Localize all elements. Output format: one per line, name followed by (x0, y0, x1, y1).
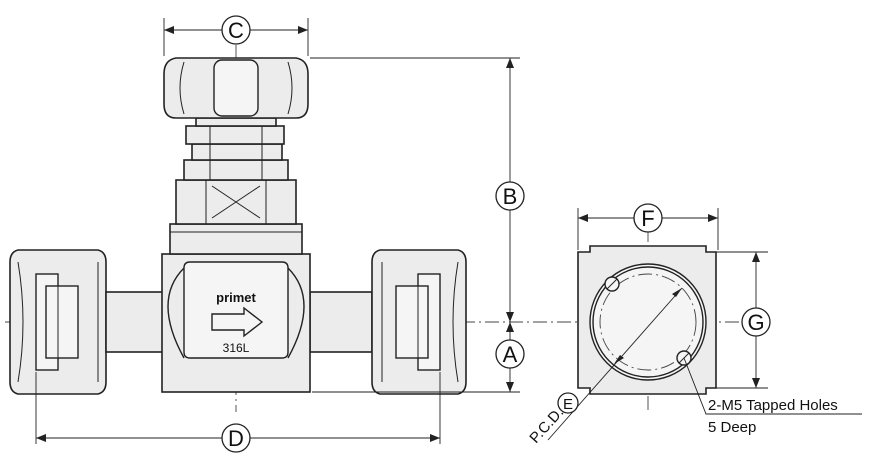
brand-logo: primet (216, 290, 256, 305)
dimension-e-label: E (563, 396, 573, 413)
svg-text:B: B (503, 184, 518, 209)
dimension-a: A (312, 322, 525, 393)
dimension-d: D (35, 372, 441, 453)
flow-direction-arrow (211, 306, 264, 338)
dimension-f: F (577, 203, 719, 250)
svg-text:C: C (228, 18, 244, 43)
right-compression-fitting (309, 249, 467, 395)
svg-text:D: D (228, 426, 244, 451)
tapped-holes-note: 2-M5 Tapped Holes 5 Deep (683, 357, 862, 436)
svg-text:G: G (747, 310, 764, 335)
dimension-c: C (163, 15, 309, 56)
valve-body (161, 223, 311, 393)
handle-knob (163, 57, 309, 119)
left-compression-fitting (9, 249, 165, 395)
stem-lock-nuts (183, 117, 289, 181)
port-view (577, 245, 717, 395)
depth-label: 5 Deep (708, 419, 756, 436)
bonnet-hex (175, 179, 297, 225)
tapped-holes-label: 2-M5 Tapped Holes (708, 397, 838, 414)
material-label: 316L (223, 341, 250, 355)
svg-text:A: A (503, 342, 518, 367)
svg-text:F: F (641, 206, 654, 231)
dimension-b: B (310, 57, 525, 322)
dimension-g: G (710, 251, 771, 389)
